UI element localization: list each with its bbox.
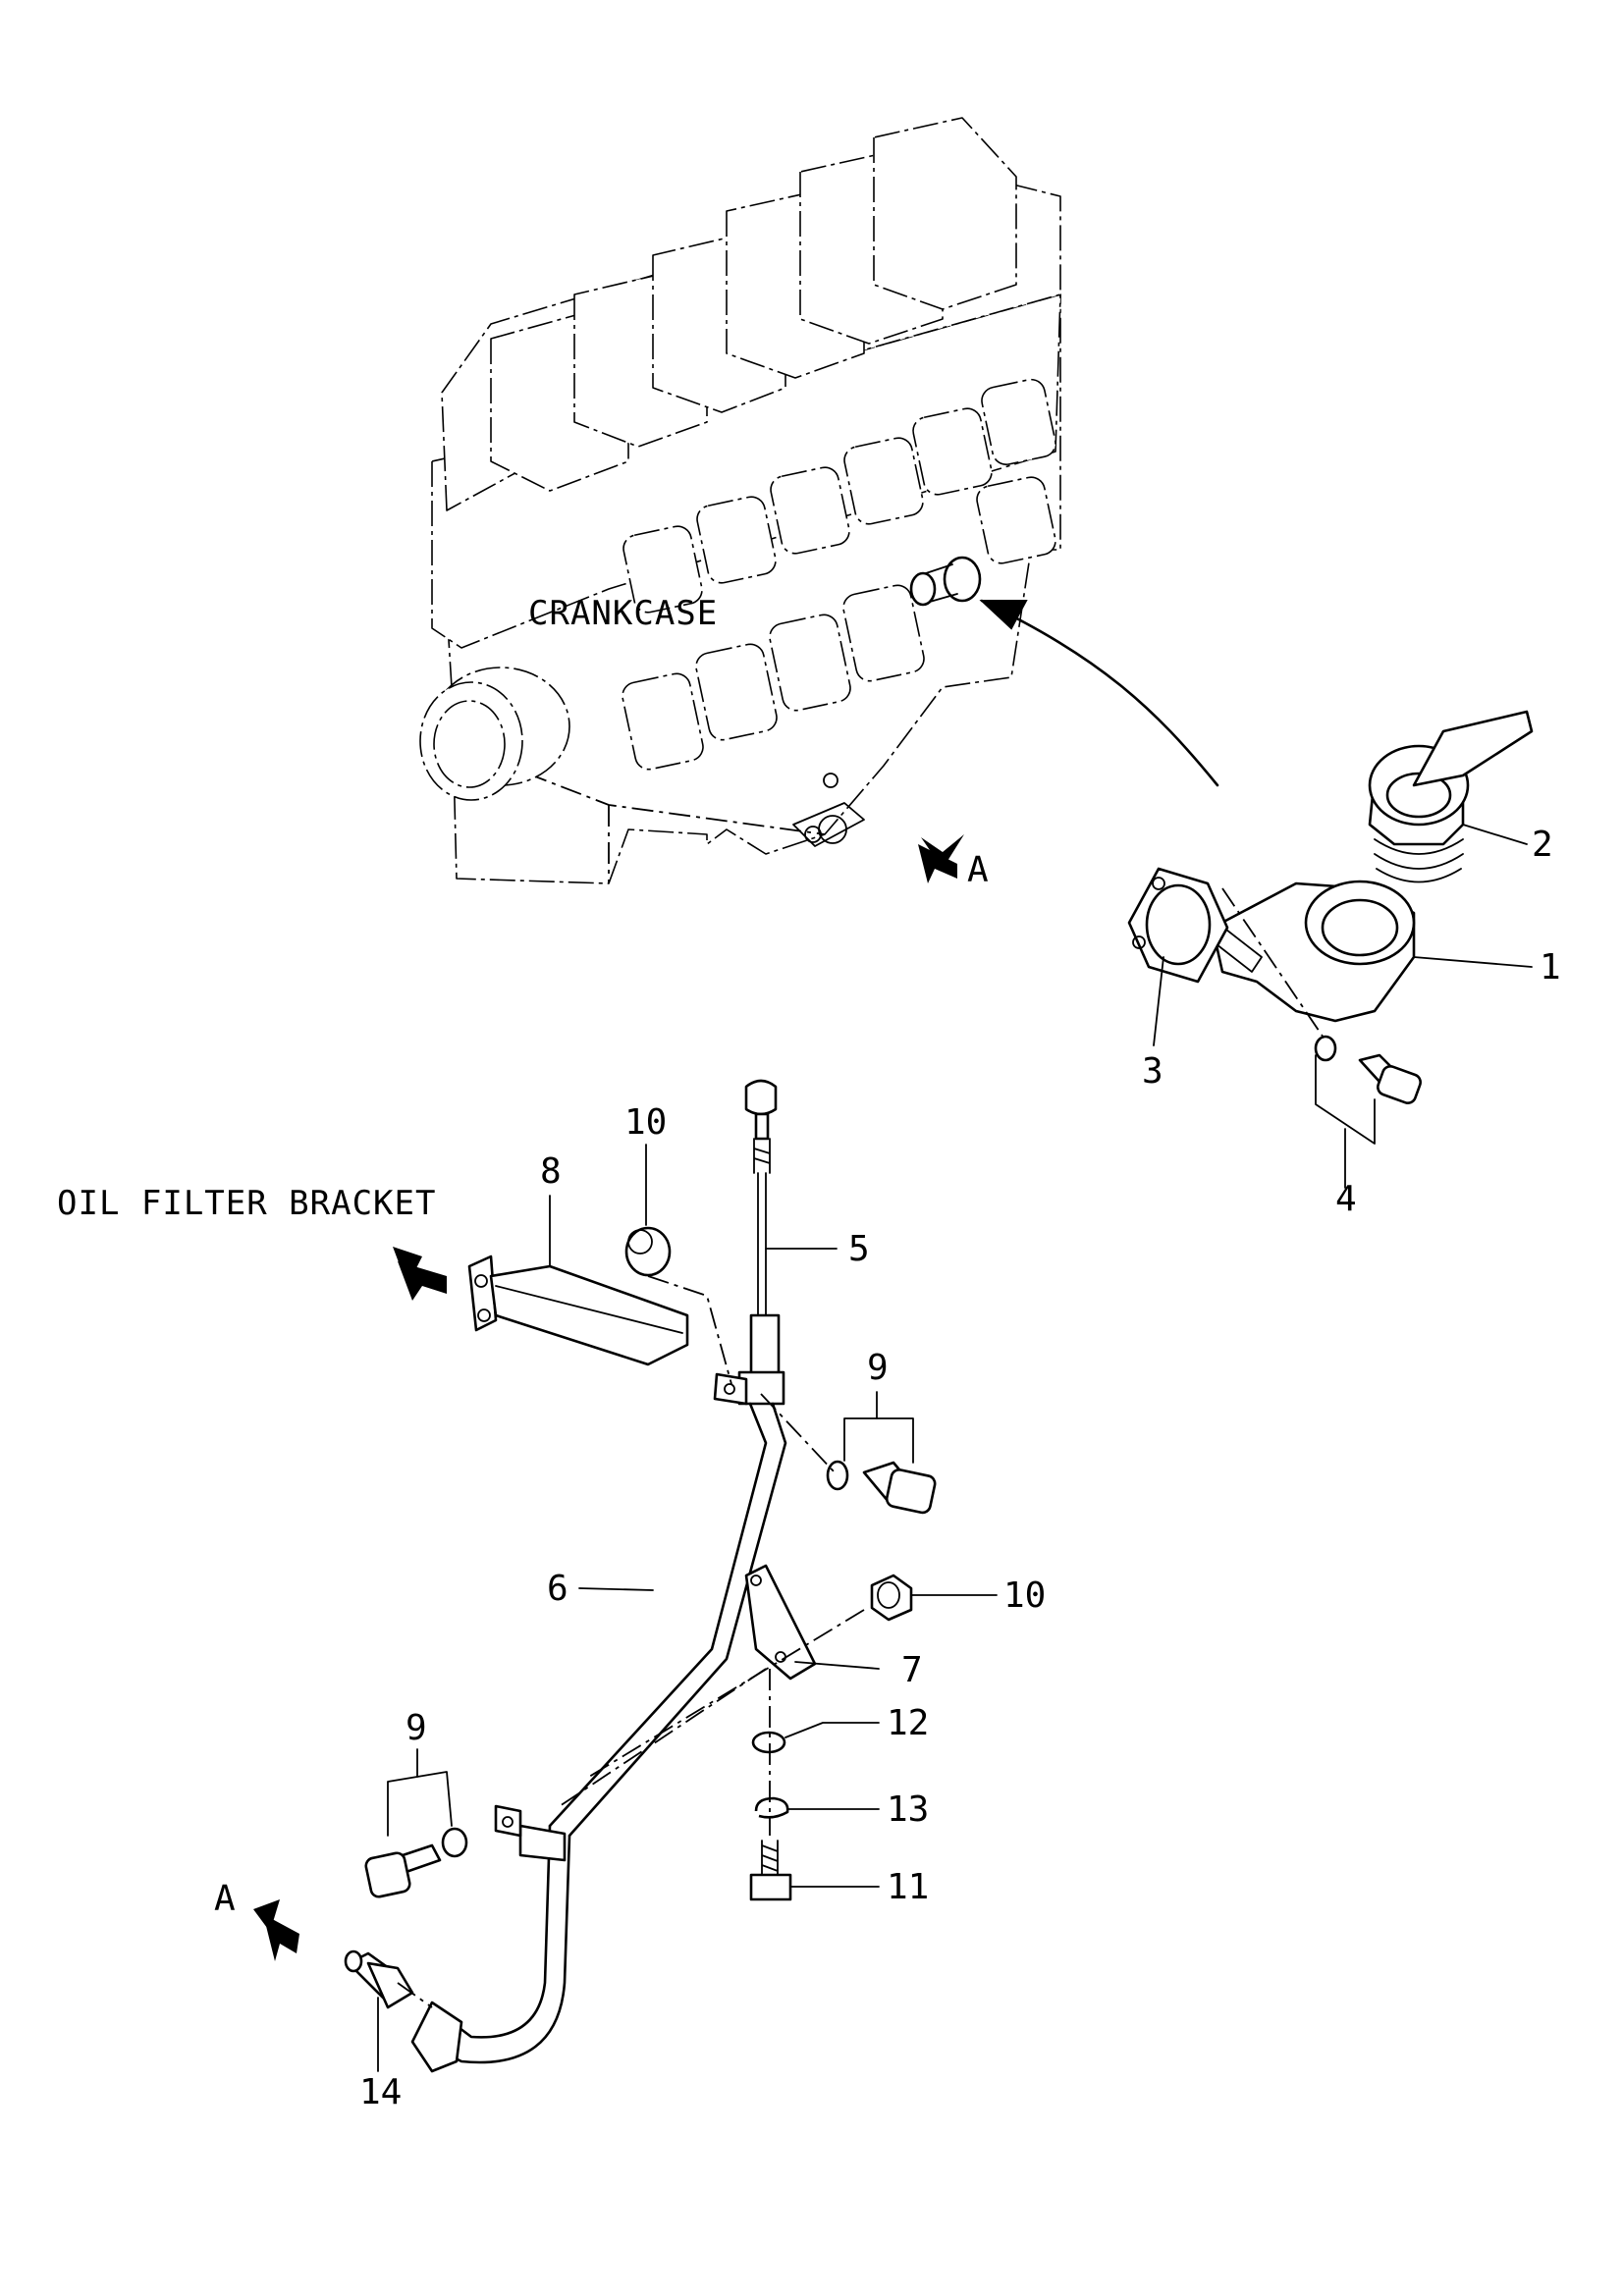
callout-7: 7 — [901, 1650, 923, 1690]
leader-1 — [1413, 956, 1533, 968]
bolt-upper-alignment — [760, 1393, 836, 1473]
callout-13: 13 — [887, 1789, 929, 1830]
crankcase-label: CRANKCASE — [528, 594, 718, 633]
plate-part-7 — [744, 1564, 817, 1681]
svg-text:A: A — [214, 1879, 236, 1919]
gasket-part-3 — [1127, 867, 1229, 984]
callout-5: 5 — [848, 1229, 870, 1269]
connector-alignment — [397, 1982, 433, 2008]
bolt-set-part-9-upper — [826, 1460, 937, 1515]
callout-11: 11 — [887, 1867, 929, 1907]
callout-4: 4 — [1335, 1179, 1357, 1219]
oil-drain-flange — [792, 773, 865, 847]
breather-cap-part-2 — [1368, 710, 1534, 883]
leader-12 — [784, 1722, 880, 1738]
callout-9-upper: 9 — [867, 1348, 889, 1388]
bolt-part-11 — [749, 1840, 792, 1901]
leader-7 — [794, 1661, 880, 1670]
view-a-arrow-top: A — [918, 834, 989, 890]
spacer-part-10-upper — [624, 1226, 672, 1277]
callout-1: 1 — [1540, 947, 1561, 988]
leader-2 — [1462, 824, 1528, 845]
breather-body-part-1 — [1207, 880, 1416, 1023]
nut-alignment — [588, 1609, 865, 1778]
connector-part-14 — [344, 1949, 414, 2009]
callout-12: 12 — [887, 1703, 929, 1743]
callout-6: 6 — [547, 1569, 568, 1609]
leader-3 — [1153, 956, 1164, 1046]
crank-pulley — [419, 667, 570, 801]
washer-part-12 — [751, 1731, 786, 1754]
callout-8: 8 — [540, 1151, 562, 1192]
view-a-arrow-bottom: A — [214, 1879, 299, 1961]
part-4-bracket — [1315, 1054, 1376, 1145]
callout-14: 14 — [359, 2072, 402, 2112]
guide-tube-part-6 — [410, 1313, 787, 2073]
breather-location-arrow — [979, 599, 1219, 787]
dipstick-part-5 — [744, 1079, 778, 1316]
callout-10-upper: 10 — [624, 1102, 667, 1143]
callout-9-lower: 9 — [406, 1708, 427, 1748]
tube-clip-upper — [713, 1372, 748, 1406]
svg-text:A: A — [967, 850, 989, 890]
breather-alignment-line — [1221, 887, 1326, 1041]
oil-filter-bracket-arrow — [393, 1247, 447, 1301]
leader-6 — [578, 1587, 654, 1591]
tube-to-plate-alignment — [559, 1668, 767, 1807]
breather-port — [909, 556, 982, 607]
valve-covers — [490, 117, 1017, 492]
bolt-set-part-9-lower — [364, 1827, 468, 1898]
callout-3: 3 — [1142, 1051, 1163, 1092]
spacer-alignment — [647, 1275, 732, 1385]
callout-2: 2 — [1532, 825, 1553, 865]
exhaust-ports — [622, 476, 1056, 771]
spring-washer-part-13 — [754, 1796, 789, 1819]
callout-10-lower: 10 — [1003, 1575, 1046, 1616]
intake-ports — [622, 378, 1056, 614]
nut-part-10-lower — [870, 1574, 913, 1622]
bolt-washer-part-4 — [1314, 1035, 1422, 1104]
part-9-lower-bracket — [387, 1771, 453, 1837]
part-9-upper-bracket — [843, 1417, 914, 1464]
engine-block — [419, 117, 1061, 884]
tube-clip-lower — [494, 1804, 522, 1838]
oil-filter-bracket-label: OIL FILTER BRACKET — [57, 1184, 436, 1223]
